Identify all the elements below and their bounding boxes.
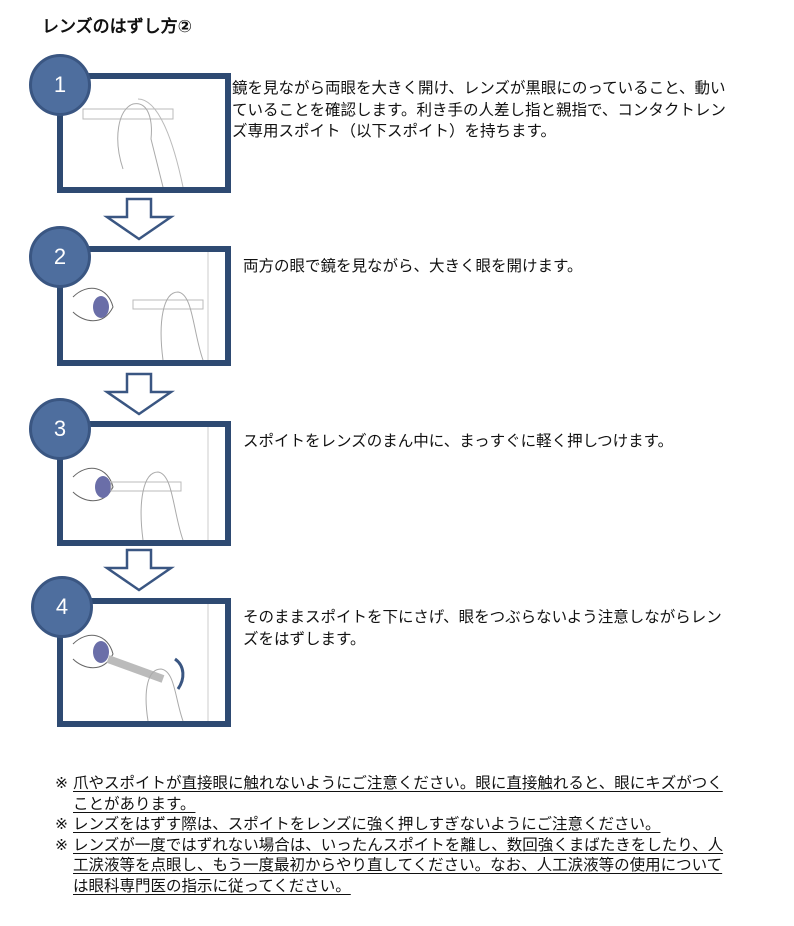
step-4-badge: 4 — [31, 576, 93, 638]
caution-note: ※ レンズをはずす際は、スポイトをレンズに強く押しすぎないようにご注意ください。 — [55, 815, 661, 833]
note-mark: ※ — [55, 835, 68, 854]
down-arrow-icon — [103, 197, 175, 241]
caution-note: ※ 爪やスポイトが直接眼に触れないようにご注意ください。眼に直接触れると、眼にキ… — [55, 774, 723, 813]
spoit-on-lens-icon — [72, 427, 209, 540]
step-3-text: スポイトをレンズのまん中に、まっすぐに軽く押しつけます。 — [243, 432, 674, 450]
eye-spoit-icon — [72, 252, 209, 360]
spoit-remove-icon — [72, 604, 209, 721]
caution-notes: ※ 爪やスポイトが直接眼に触れないようにご注意ください。眼に直接触れると、眼にキ… — [55, 773, 735, 896]
step-2-badge: 2 — [29, 226, 91, 288]
step-1-badge: 1 — [29, 54, 91, 116]
spoit-hand-icon — [82, 98, 184, 187]
note-mark: ※ — [55, 815, 68, 833]
step-4-text: そのままスポイトを下にさげ、眼をつぶらないよう注意しながらレンズをはずします。 — [243, 608, 722, 648]
page-title: レンズのはずし方② — [42, 17, 193, 37]
down-arrow-icon — [103, 372, 175, 416]
step-1-text: 鏡を見ながら両眼を大きく開け、レンズが黒眼にのっていること、動いていることを確認… — [232, 79, 726, 140]
step-2-text: 両方の眼で鏡を見ながら、大きく眼を開けます。 — [243, 257, 583, 275]
step-3-badge: 3 — [29, 398, 91, 460]
down-arrow-icon — [103, 548, 175, 592]
note-mark: ※ — [55, 774, 68, 792]
caution-note: ※ レンズが一度ではずれない場合は、いったんスポイトを離し、数回強くまばたきをし… — [55, 835, 724, 895]
